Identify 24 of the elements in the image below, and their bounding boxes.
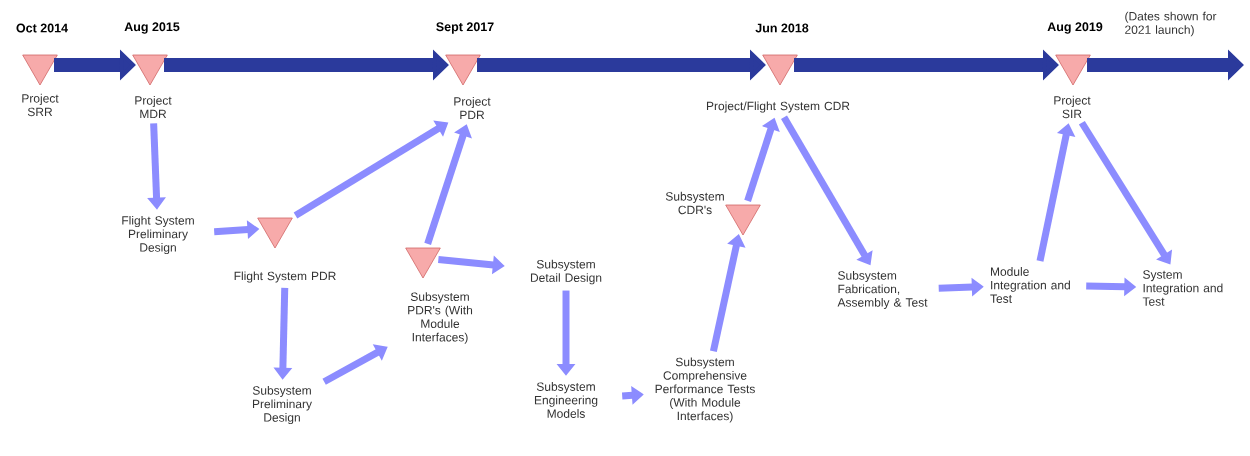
date-label: Aug 2019 [1047, 22, 1103, 34]
step-text: Module Integration and Test [990, 267, 1070, 303]
date-label: Oct 2014 [16, 23, 68, 33]
arrow [322, 344, 388, 385]
milestone-label: Flight System PDR [234, 271, 336, 283]
step-text: Subsystem Preliminary Design [252, 385, 312, 425]
milestone-label: Subsystem PDR's (With Module Interfaces) [408, 292, 473, 344]
date-label: Jun 2018 [755, 23, 809, 33]
step-text: System Integration and Test [1142, 270, 1223, 306]
date-label: Aug 2015 [124, 22, 180, 34]
milestone-label: Project PDR [454, 96, 491, 120]
milestone-label: Subsystem CDR's [665, 191, 724, 215]
step-text: Subsystem Detail Design [531, 259, 602, 285]
arrow [1078, 120, 1173, 265]
step-text: Subsystem Comprehensive Performance Tests (With Module Interfaces) [655, 357, 755, 423]
milestone-label: Project MDR [135, 95, 172, 119]
milestone-label: Project SRR [22, 93, 59, 117]
step-text: Flight System Preliminary Design [122, 215, 194, 255]
step-text: Subsystem Engineering Models [534, 382, 598, 418]
date-label: Sept 2017 [436, 22, 494, 34]
step-text: Subsystem Fabrication, Assembly & Test [837, 270, 928, 310]
note-text: (Dates shown for 2021 launch) [1125, 11, 1217, 37]
milestone-label: Project/Flight System CDR [707, 101, 850, 113]
milestone-label: Project SIR [1054, 95, 1091, 119]
